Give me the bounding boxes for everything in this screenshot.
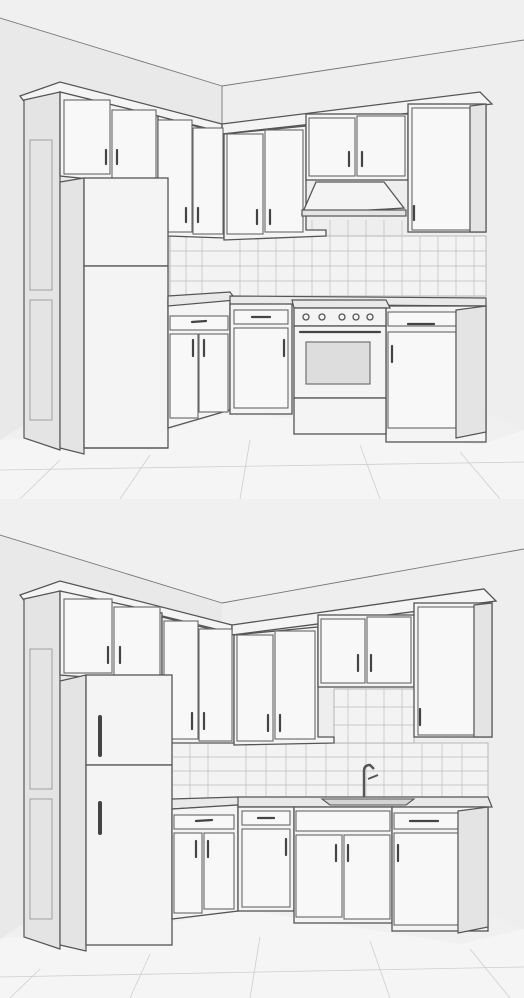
floor-tiles bbox=[0, 936, 524, 998]
cabinet-door[interactable] bbox=[111, 109, 157, 181]
cabinet-door[interactable] bbox=[343, 834, 391, 920]
cabinet-door[interactable] bbox=[366, 616, 412, 684]
floor bbox=[0, 410, 524, 499]
cabinet-door[interactable] bbox=[63, 598, 113, 674]
upper-cabinets-back bbox=[223, 103, 487, 241]
oven-drawer[interactable] bbox=[293, 397, 387, 435]
sink bbox=[320, 763, 416, 806]
cabinet-door[interactable] bbox=[233, 327, 289, 409]
tall-side-panel bbox=[23, 590, 61, 950]
upper-cabinets-back bbox=[233, 602, 493, 746]
drawer[interactable] bbox=[169, 315, 229, 331]
cabinet-door[interactable] bbox=[320, 618, 366, 684]
kitchen-drawing-top bbox=[0, 17, 524, 499]
oven-window bbox=[305, 341, 371, 385]
oven-knob[interactable] bbox=[302, 313, 310, 321]
range-hood bbox=[300, 181, 407, 217]
cabinet-door[interactable] bbox=[387, 331, 457, 429]
cabinet-door[interactable] bbox=[192, 127, 224, 235]
fridge-door[interactable] bbox=[85, 764, 173, 946]
cabinet-door[interactable] bbox=[411, 107, 471, 231]
cabinet-door[interactable] bbox=[264, 129, 304, 233]
oven-knob[interactable] bbox=[338, 313, 346, 321]
oven-control-panel bbox=[293, 307, 387, 327]
oven-knob[interactable] bbox=[352, 313, 360, 321]
sink-panel[interactable] bbox=[295, 810, 391, 832]
base-cabinets-back bbox=[229, 295, 487, 443]
backsplash-tiles bbox=[169, 220, 487, 297]
upper-cabinets-left bbox=[59, 91, 225, 239]
base-cabinets-left bbox=[167, 291, 238, 429]
cabinet-door[interactable] bbox=[295, 834, 343, 918]
cabinet-door[interactable] bbox=[274, 630, 316, 740]
base-cabinets-back bbox=[237, 806, 489, 934]
kitchen-scene-bottom bbox=[0, 499, 524, 998]
oven-knob[interactable] bbox=[318, 313, 326, 321]
cabinet-door[interactable] bbox=[241, 828, 291, 908]
cabinet-door[interactable] bbox=[308, 117, 356, 177]
kitchen-drawing-bottom bbox=[0, 499, 524, 998]
cabinet-door[interactable] bbox=[356, 115, 406, 177]
refrigerator bbox=[59, 674, 173, 952]
cabinet-door[interactable] bbox=[63, 99, 111, 175]
floor-tiles bbox=[0, 439, 524, 499]
oven-knob[interactable] bbox=[366, 313, 374, 321]
cabinet-door[interactable] bbox=[417, 606, 475, 736]
fridge-door[interactable] bbox=[83, 265, 169, 449]
cabinet-door[interactable] bbox=[173, 832, 203, 914]
faucet-icon[interactable] bbox=[362, 763, 375, 797]
kitchen-scene-top bbox=[0, 17, 524, 499]
drawer[interactable] bbox=[173, 814, 235, 830]
sink-basin bbox=[320, 798, 416, 806]
base-cabinets-left bbox=[171, 796, 243, 920]
freezer-door[interactable] bbox=[83, 177, 169, 267]
tall-side-panel bbox=[23, 91, 61, 451]
cabinet-door[interactable] bbox=[113, 606, 161, 680]
cabinet-door[interactable] bbox=[393, 832, 459, 926]
refrigerator bbox=[59, 177, 169, 455]
oven bbox=[291, 299, 391, 435]
